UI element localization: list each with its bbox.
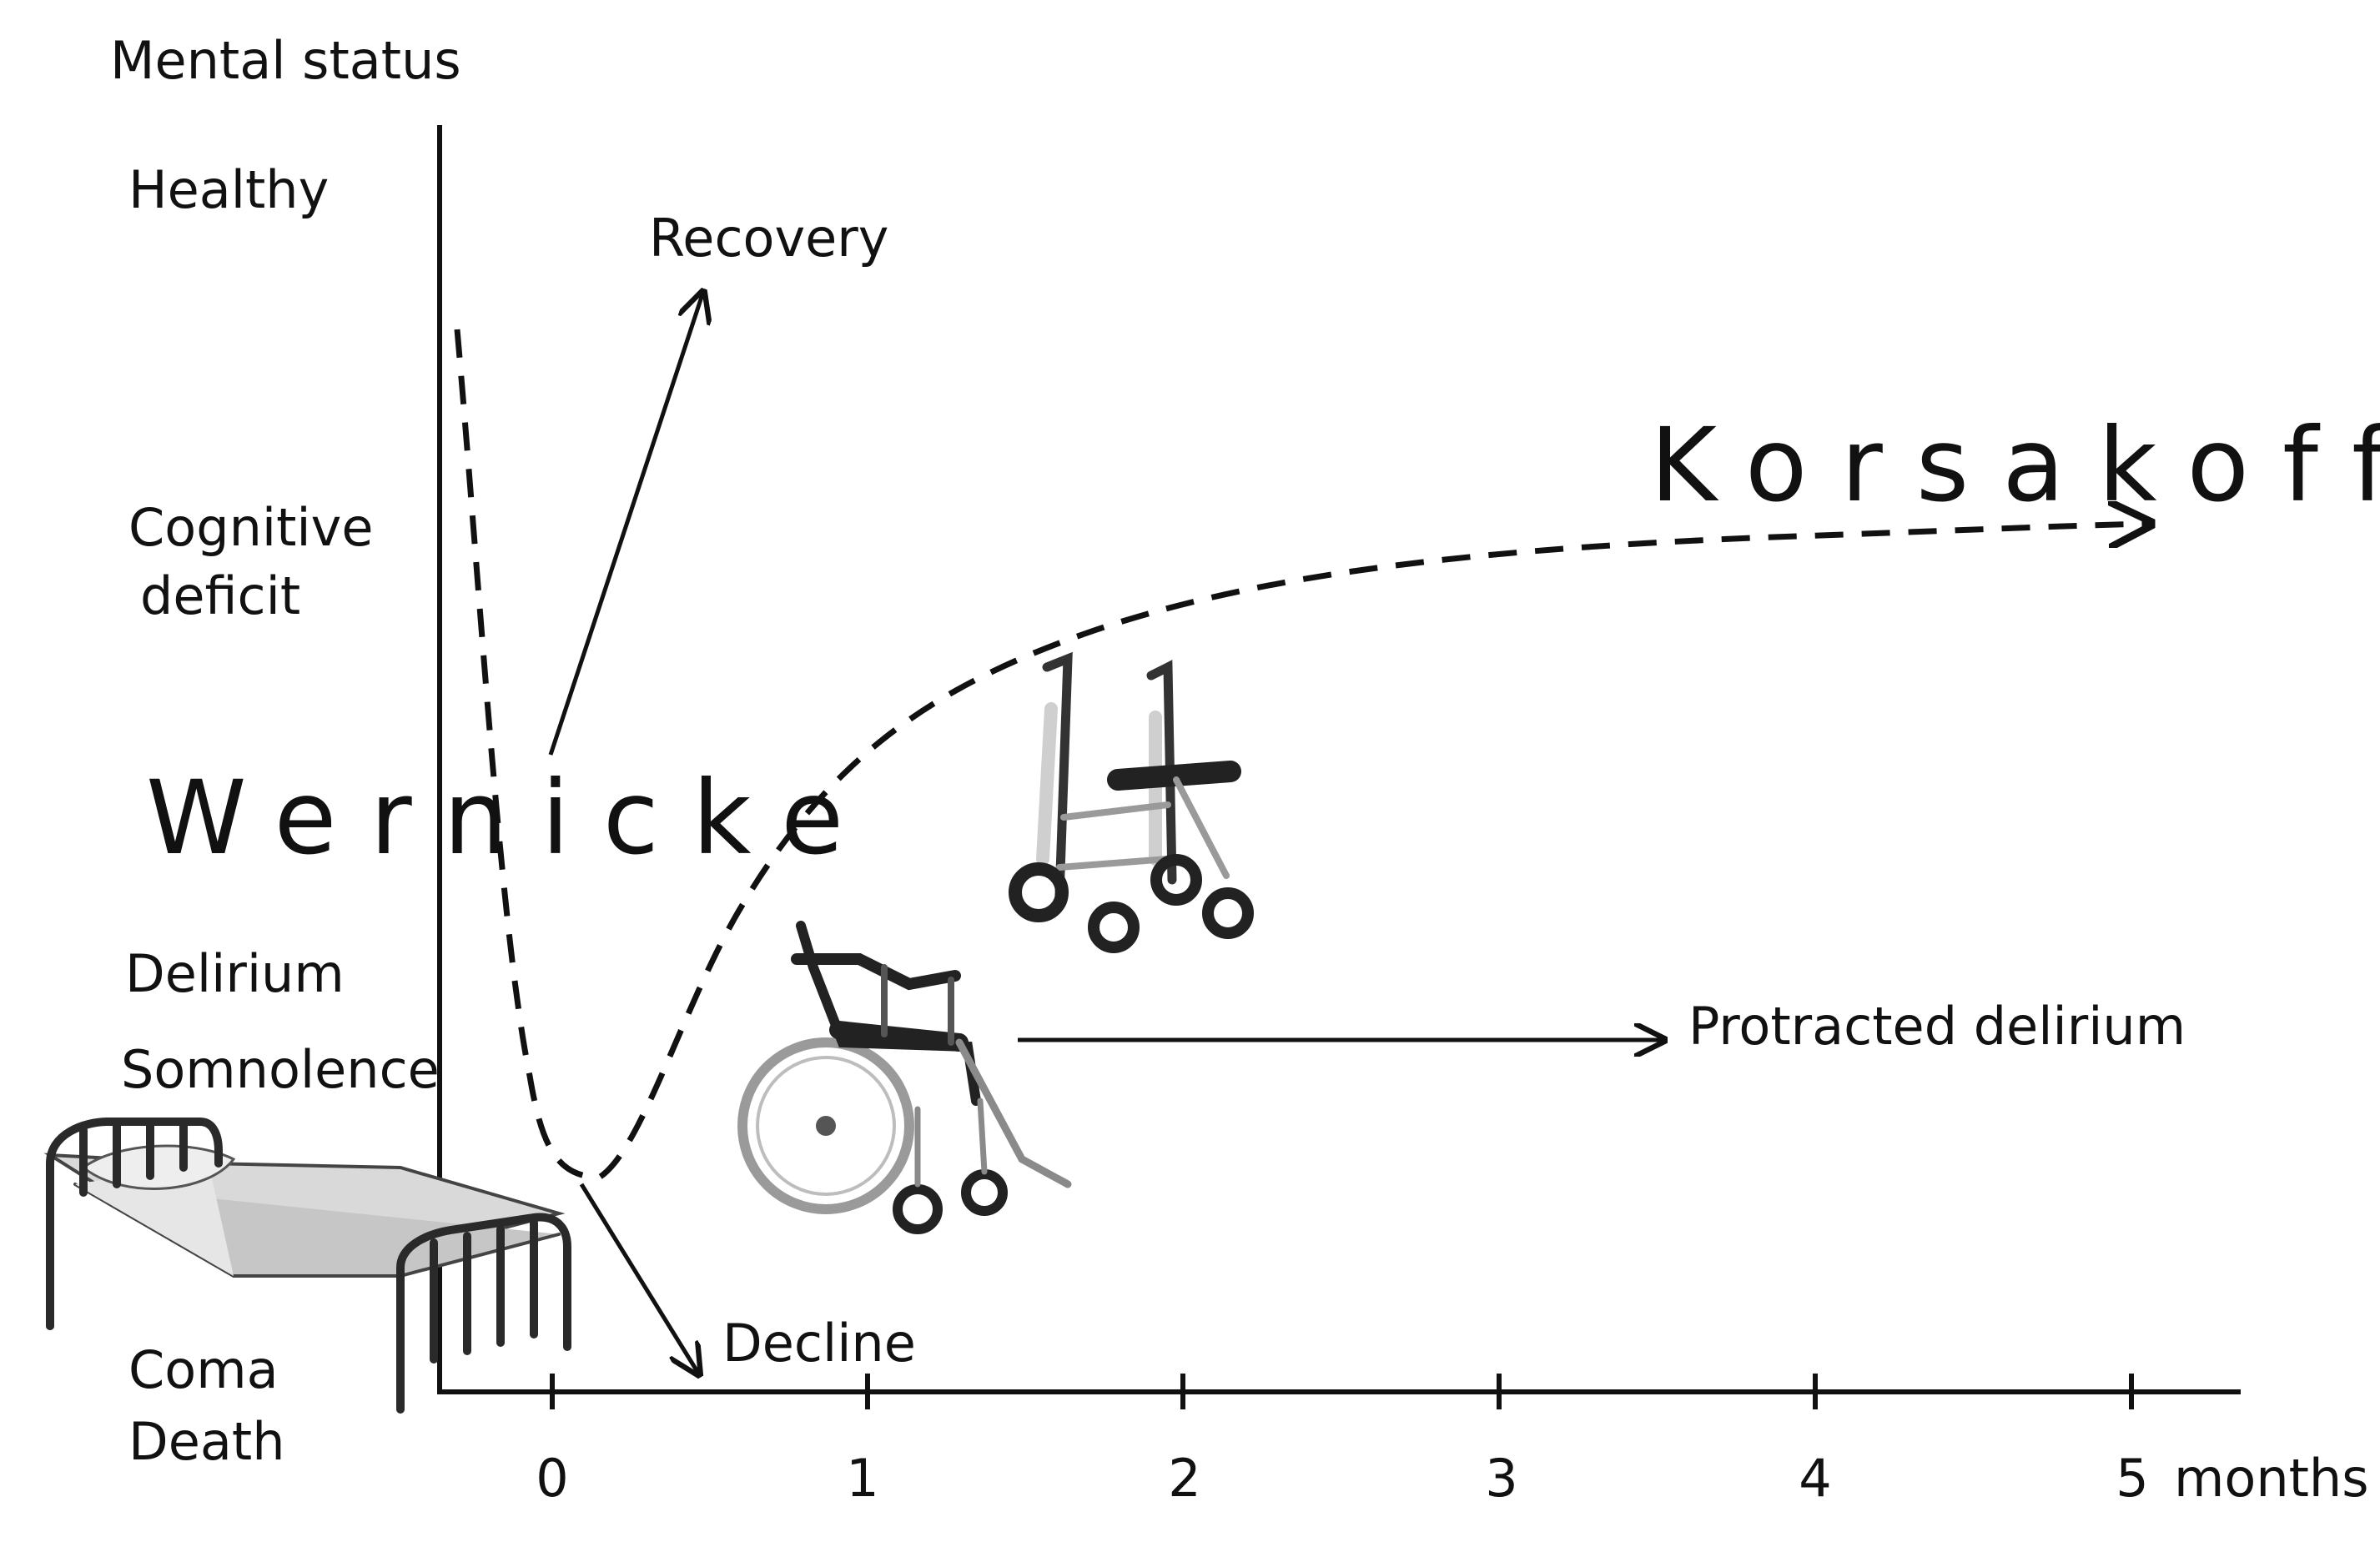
trajectory-curve	[454, 329, 2151, 1181]
x-tick-label-3: 3	[1485, 1448, 1518, 1509]
level-delirium: Delirium	[125, 943, 345, 1004]
bed-icon	[43, 1118, 571, 1414]
protracted-delirium-label: Protracted delirium	[1688, 996, 2186, 1057]
x-tick-label-1: 1	[846, 1448, 879, 1509]
level-deficit: deficit	[140, 565, 301, 626]
recovery-arrow	[548, 292, 703, 756]
x-axis-unit: months	[2174, 1448, 2369, 1509]
rollator-icon	[1009, 651, 1254, 953]
recovery-label: Recovery	[649, 208, 889, 269]
x-axis-ticks	[550, 1374, 2134, 1409]
x-tick-label-4: 4	[1799, 1448, 1832, 1509]
level-somnolence: Somnolence	[121, 1039, 440, 1100]
wernicke-label: Wernicke	[146, 759, 878, 877]
level-healthy: Healthy	[128, 159, 330, 220]
korsakoff-label: Korsakoff	[1650, 406, 2380, 525]
level-death: Death	[128, 1411, 285, 1472]
y-axis-title: Mental status	[110, 30, 461, 91]
x-tick-label-2: 2	[1168, 1448, 1201, 1509]
level-cognitive: Cognitive	[128, 497, 374, 558]
decline-label: Decline	[722, 1313, 916, 1374]
level-coma: Coma	[128, 1339, 279, 1400]
x-tick-label-5: 5	[2116, 1448, 2149, 1509]
x-tick-label-0: 0	[536, 1448, 569, 1509]
wheelchair-icon	[737, 921, 1072, 1234]
decline-arrow	[579, 1183, 699, 1374]
